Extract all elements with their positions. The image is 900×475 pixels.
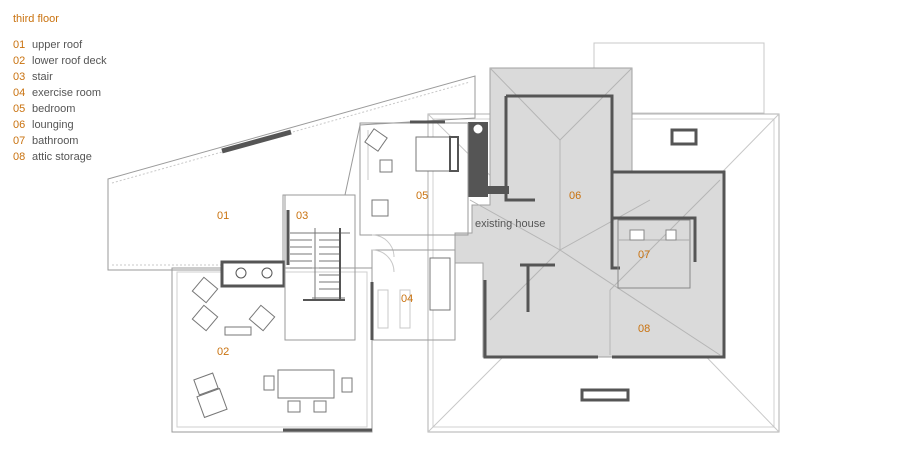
room-label-02: 02 — [217, 346, 229, 358]
legend-item-04: 04 exercise room — [13, 85, 107, 101]
legend-number: 05 — [13, 103, 26, 115]
legend-label: bedroom — [32, 103, 76, 115]
legend-number: 04 — [13, 87, 26, 99]
legend-label: stair — [32, 71, 53, 83]
existing-house-label: existing house — [475, 218, 545, 230]
legend-item-03: 03 stair — [13, 69, 107, 85]
legend: third floor 01 upper roof 02 lower roof de… — [13, 11, 107, 165]
room-label-08: 08 — [638, 323, 650, 335]
existing-house-walls — [468, 94, 726, 359]
deck-furniture — [191, 276, 353, 419]
legend-label: lounging — [32, 119, 74, 131]
legend-item-05: 05 bedroom — [13, 101, 107, 117]
legend-number: 07 — [13, 135, 26, 147]
exercise-room — [370, 249, 456, 341]
legend-item-06: 06 lounging — [13, 117, 107, 133]
existing-house-fill — [454, 67, 725, 358]
legend-number: 08 — [13, 151, 26, 163]
legend-number: 02 — [13, 55, 26, 67]
room-label-06: 06 — [569, 190, 581, 202]
room-labels: 01 02 03 04 05 06 07 08 existing house — [217, 190, 650, 358]
chimneys — [580, 128, 698, 402]
legend-label: attic storage — [32, 151, 92, 163]
legend-label: lower roof deck — [32, 55, 107, 67]
bedroom — [359, 120, 484, 258]
room-label-03: 03 — [296, 210, 308, 222]
upper-roof — [107, 75, 476, 271]
legend-number: 03 — [13, 71, 26, 83]
room-label-05: 05 — [416, 190, 428, 202]
legend-item-01: 01 upper roof — [13, 37, 107, 53]
room-label-07: 07 — [638, 249, 650, 261]
legend-title: third floor — [13, 13, 59, 25]
legend-item-08: 08 attic storage — [13, 149, 107, 165]
legend-label: bathroom — [32, 135, 79, 147]
legend-number: 06 — [13, 119, 26, 131]
legend-item-07: 07 bathroom — [13, 133, 107, 149]
legend-label: exercise room — [32, 87, 102, 99]
room-label-01: 01 — [217, 210, 229, 222]
legend-label: upper roof — [32, 39, 83, 51]
legend-number: 01 — [13, 39, 26, 51]
legend-item-02: 02 lower roof deck — [13, 53, 107, 69]
lower-roof-deck — [171, 260, 373, 433]
room-label-04: 04 — [401, 293, 413, 305]
bathroom — [617, 219, 691, 289]
stair — [284, 194, 356, 341]
